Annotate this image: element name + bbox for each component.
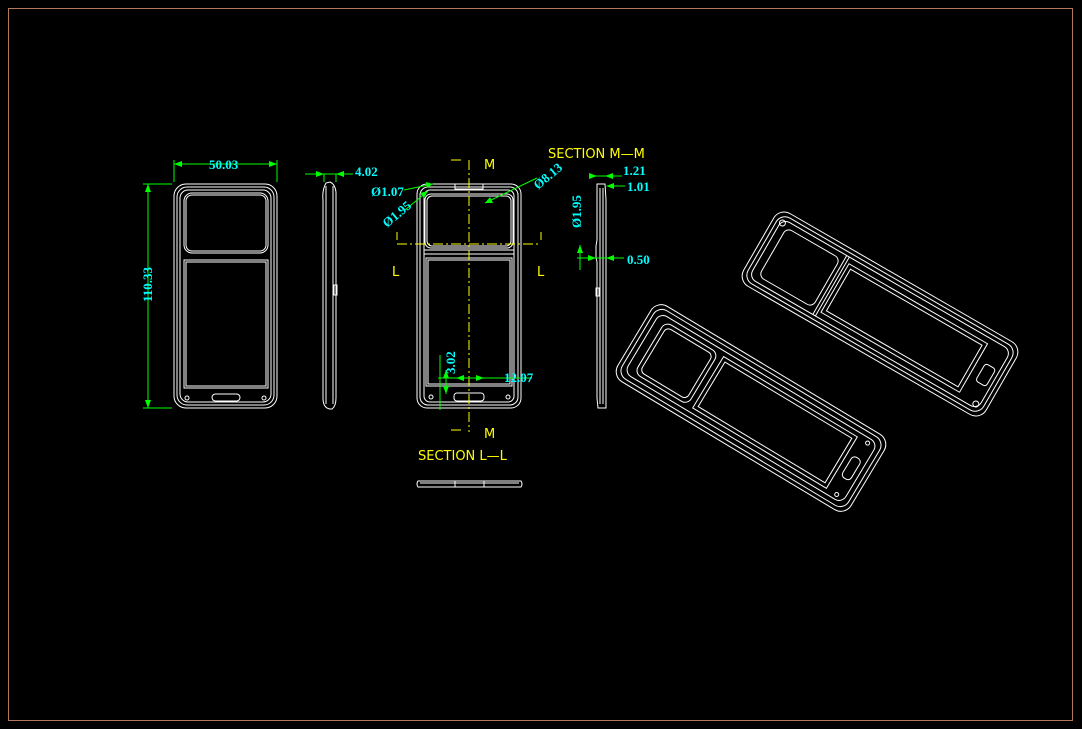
side-view [305, 171, 353, 410]
section-ll-title: SECTION L—L [418, 449, 508, 464]
isometric-view-front [615, 304, 887, 512]
dim-hole-small: Ø1.07 [371, 184, 404, 199]
section-mark-l-left: L [392, 265, 400, 280]
front-width-dim: 50.03 [209, 157, 239, 172]
side-thickness-dim: 4.02 [355, 164, 378, 179]
front-view [143, 160, 278, 409]
section-mm-title: SECTION M—M [548, 147, 645, 162]
dim-hole-medium: Ø1.95 [379, 197, 414, 230]
section-mark-l-right: L [537, 265, 545, 280]
section-mm-dim-mid: 1.01 [627, 179, 650, 194]
dim-radius: Ø8.13 [530, 159, 565, 192]
isometric-view-back [741, 211, 1019, 417]
section-mm-dim-top: 1.21 [623, 163, 646, 178]
drawing-border [8, 8, 1073, 721]
section-mm-view [577, 173, 625, 409]
section-mm-dim-hole: Ø1.95 [569, 195, 584, 228]
front-height-dim: 110.33 [140, 266, 155, 302]
section-ll-view [416, 480, 523, 488]
section-mm-dim-small: 0.50 [627, 252, 650, 267]
dim-height-bottom: 3.02 [443, 351, 458, 374]
center-view [396, 159, 542, 432]
section-mark-m-bottom: M [484, 427, 495, 442]
dim-width-bottom: 12.07 [504, 370, 534, 385]
section-mark-m-top: M [484, 158, 495, 173]
